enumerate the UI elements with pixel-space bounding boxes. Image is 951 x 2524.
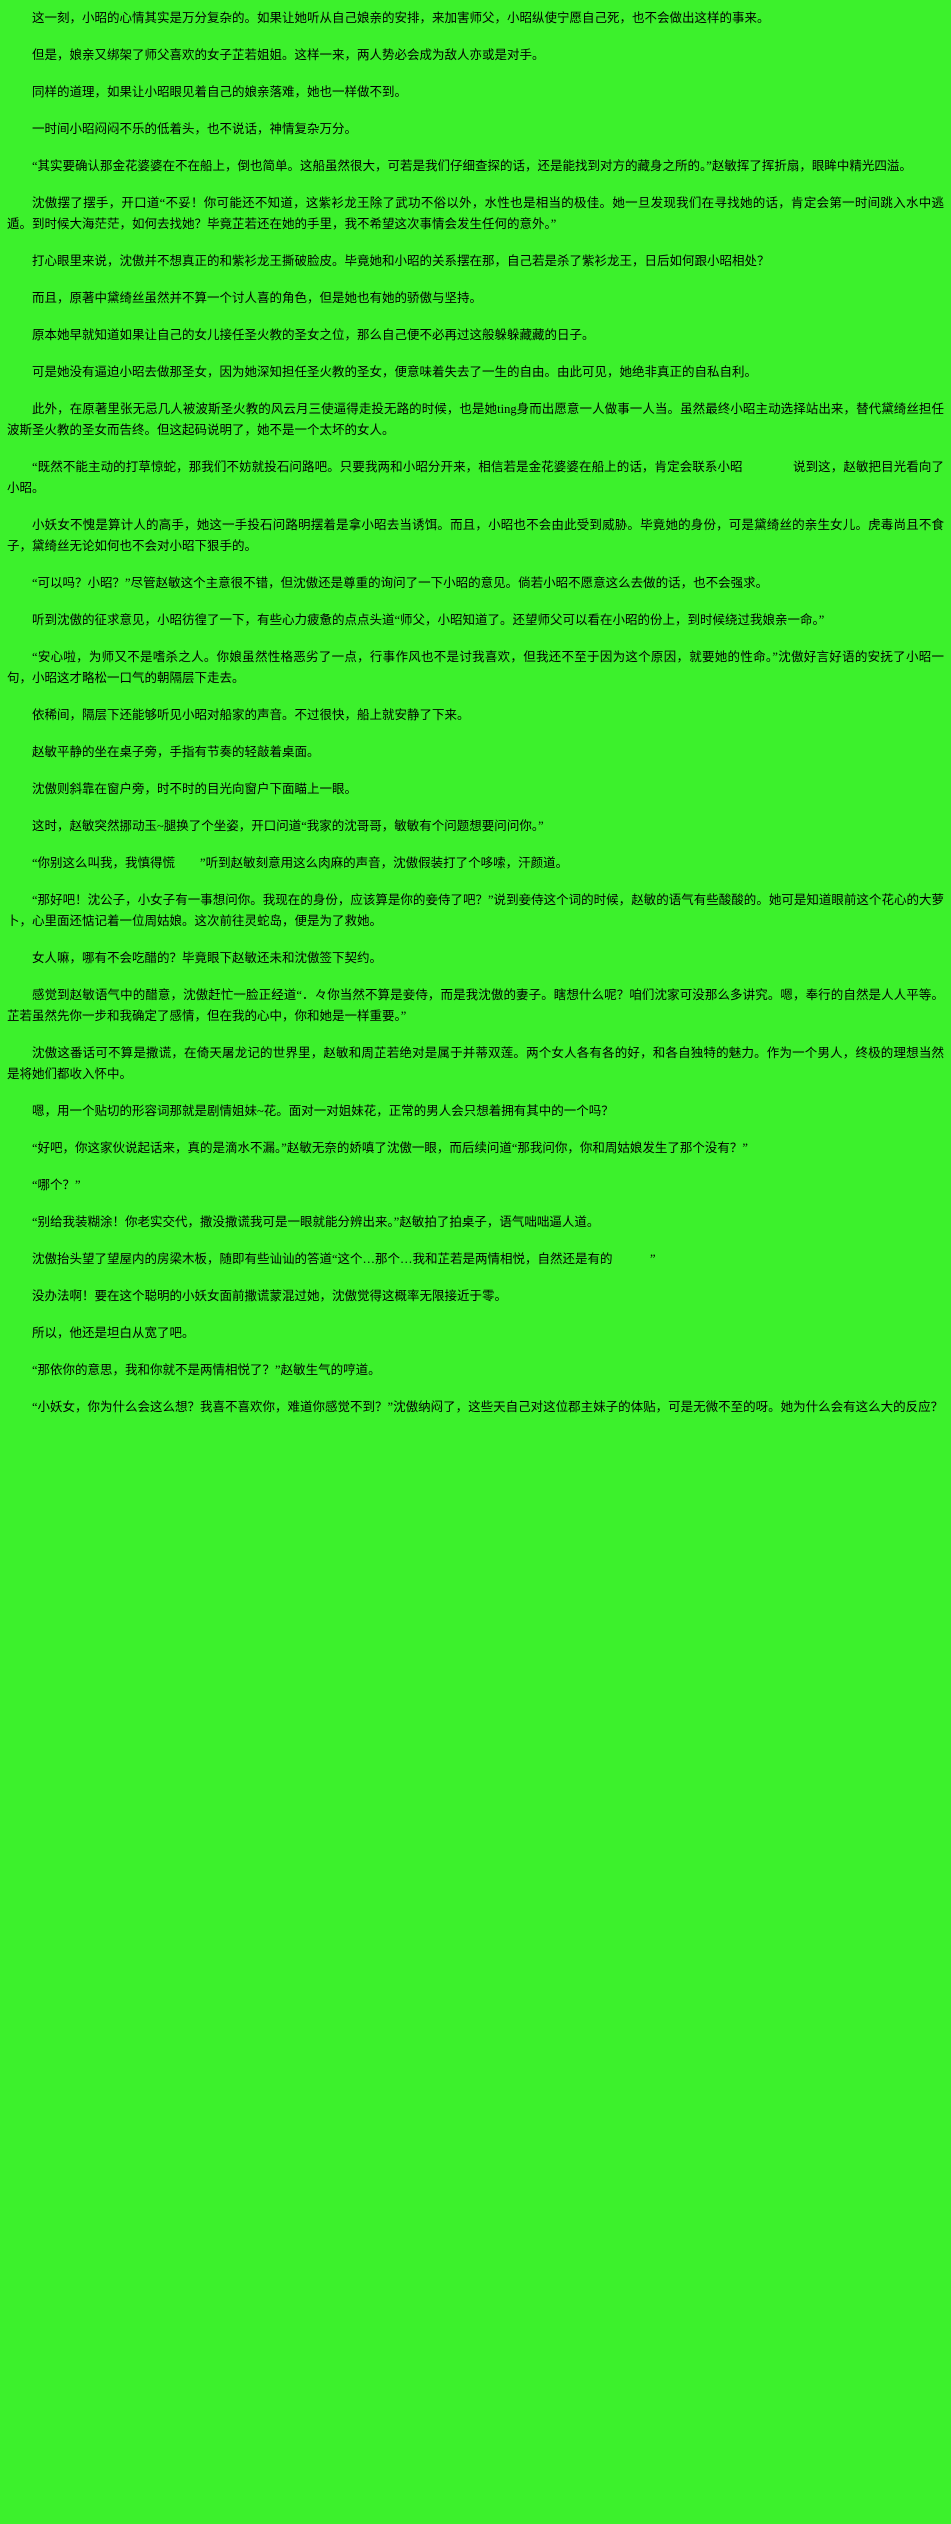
novel-paragraph: “其实要确认那金花婆婆在不在船上，倒也简单。这船虽然很大，可若是我们仔细查探的话… [32,159,912,173]
novel-paragraph: “既然不能主动的打草惊蛇，那我们不妨就投石问路吧。只要我两和小昭分开来，相信若是… [7,460,944,495]
novel-paragraph: 这一刻，小昭的心情其实是万分复杂的。如果让她听从自己娘亲的安排，来加害师父，小昭… [32,11,770,25]
novel-paragraph: “好吧，你这家伙说起话来，真的是滴水不漏。”赵敏无奈的娇嗔了沈傲一眼，而后续问道… [32,1141,748,1155]
novel-paragraph: 沈傲抬头望了望屋内的房梁木板，随即有些讪讪的答道“这个…那个…我和芷若是两情相悦… [32,1252,656,1266]
novel-paragraph: 同样的道理，如果让小昭眼见着自己的娘亲落难，她也一样做不到。 [32,85,408,99]
novel-paragraph: 小妖女不愧是算计人的高手，她这一手投石问路明摆着是拿小昭去当诱饵。而且，小昭也不… [7,518,944,553]
novel-paragraph: 沈傲这番话可不算是撒谎，在倚天屠龙记的世界里，赵敏和周芷若绝对是属于并蒂双莲。两… [7,1046,944,1081]
novel-paragraph: 女人嘛，哪有不会吃醋的？毕竟眼下赵敏还未和沈傲签下契约。 [32,951,383,965]
novel-paragraph: “那依你的意思，我和你就不是两情相悦了？”赵敏生气的哼道。 [32,1363,381,1377]
novel-paragraph: 此外，在原著里张无忌几人被波斯圣火教的风云月三使逼得走投无路的时候，也是她tin… [7,402,944,437]
novel-paragraph: “别给我装糊涂！你老实交代，撒没撒谎我可是一眼就能分辨出来。”赵敏拍了拍桌子，语… [32,1215,600,1229]
novel-paragraph: 而且，原著中黛绮丝虽然并不算一个讨人喜的角色，但是她也有她的骄傲与坚持。 [32,291,483,305]
novel-paragraph: 打心眼里来说，沈傲并不想真正的和紫衫龙王撕破脸皮。毕竟她和小昭的关系摆在那，自己… [32,254,770,268]
novel-paragraph: “你别这么叫我，我慎得慌 ”听到赵敏刻意用这么肉麻的声音，沈傲假装打了个哆嗦，汗… [32,856,569,870]
novel-paragraph: “安心啦，为师又不是嗜杀之人。你娘虽然性格恶劣了一点，行事作风也不是讨我喜欢，但… [7,650,944,685]
novel-paragraph: 沈傲摆了摆手，开口道“不妥！你可能还不知道，这紫衫龙王除了武功不俗以外，水性也是… [7,196,944,231]
novel-text: 这一刻，小昭的心情其实是万分复杂的。如果让她听从自己娘亲的安排，来加害师父，小昭… [7,8,944,1418]
novel-paragraph: 可是她没有逼迫小昭去做那圣女，因为她深知担任圣火教的圣女，便意味着失去了一生的自… [32,365,758,379]
novel-paragraph: 一时间小昭闷闷不乐的低着头，也不说话，神情复杂万分。 [32,122,358,136]
novel-paragraph: “哪个？” [32,1178,81,1192]
novel-paragraph: 感觉到赵敏语气中的醋意，沈傲赶忙一脸正经道“．々你当然不算是妾侍，而是我沈傲的妻… [7,988,944,1023]
novel-paragraph: “小妖女，你为什么会这么想？我喜不喜欢你，难道你感觉不到？”沈傲纳闷了，这些天自… [32,1400,944,1414]
novel-paragraph: 嗯，用一个贴切的形容词那就是剧情姐妹~花。面对一对姐妹花，正常的男人会只想着拥有… [32,1104,614,1118]
novel-paragraph: 这时，赵敏突然挪动玉~腿换了个坐姿，开口问道“我家的沈哥哥，敏敏有个问题想要问问… [32,819,544,833]
novel-paragraph: 原本她早就知道如果让自己的女儿接任圣火教的圣女之位，那么自己便不必再过这般躲躲藏… [32,328,595,342]
novel-paragraph: 听到沈傲的征求意见，小昭彷徨了一下，有些心力疲惫的点点头道“师父，小昭知道了。还… [32,613,825,627]
novel-paragraph: “可以吗？小昭？”尽管赵敏这个主意很不错，但沈傲还是尊重的询问了一下小昭的意见。… [32,576,769,590]
novel-paragraph: 没办法啊！要在这个聪明的小妖女面前撒谎蒙混过她，沈傲觉得这概率无限接近于零。 [32,1289,508,1303]
novel-paragraph: 赵敏平静的坐在桌子旁，手指有节奏的轻敲着桌面。 [32,745,320,759]
novel-paragraph: 所以，他还是坦白从宽了吧。 [32,1326,195,1340]
novel-paragraph: “那好吧！沈公子，小女子有一事想问你。我现在的身份，应该算是你的妾侍了吧？”说到… [7,893,944,928]
novel-paragraph: 但是，娘亲又绑架了师父喜欢的女子芷若姐姐。这样一来，两人势必会成为敌人亦或是对手… [32,48,545,62]
novel-paragraph: 沈傲则斜靠在窗户旁，时不时的目光向窗户下面瞄上一眼。 [32,782,358,796]
novel-paragraph: 依稀间，隔层下还能够听见小昭对船家的声音。不过很快，船上就安静了下来。 [32,708,470,722]
